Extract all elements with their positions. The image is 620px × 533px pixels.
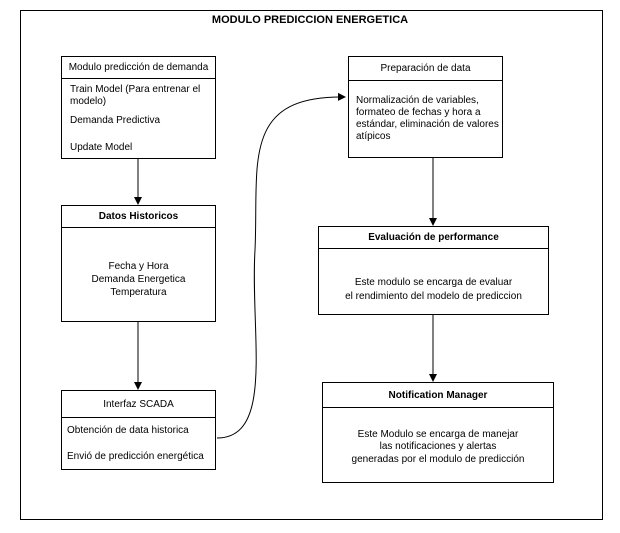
- prediction-module-header: Modulo predicción de demanda: [62, 57, 215, 79]
- performance-eval-header: Evaluación de performance: [319, 227, 548, 249]
- performance-eval-box: Evaluación de performance Este modulo se…: [318, 226, 549, 315]
- historic-line-demanda: Demanda Energetica: [91, 274, 186, 285]
- notif-line-3: generadas por el modulo de predicción: [351, 454, 525, 465]
- historic-data-box: Datos Historicos Fecha y Hora Demanda En…: [61, 205, 216, 322]
- train-model-item: Train Model (Para entrenar el modelo): [70, 84, 201, 107]
- historic-line-temperatura: Temperatura: [110, 287, 167, 298]
- data-prep-description: Normalización de variables, formateo de …: [356, 95, 499, 142]
- notif-line-1: Este Modulo se encarga de manejar: [357, 429, 519, 440]
- historic-line-fecha: Fecha y Hora: [108, 261, 169, 272]
- eval-line-1: Este modulo se encarga de evaluar: [354, 277, 513, 288]
- eval-line-2: el rendimiento del modelo de prediccion: [345, 291, 522, 302]
- notif-line-2: las notificaciones y alertas: [379, 441, 497, 452]
- scada-box: Interfaz SCADA Obtención de data histori…: [61, 390, 216, 470]
- scada-item-envio: Envió de predicción energética: [67, 451, 204, 462]
- data-prep-header: Preparación de data: [349, 57, 502, 81]
- data-prep-box: Preparación de data Normalización de var…: [348, 56, 503, 158]
- scada-header: Interfaz SCADA: [62, 391, 215, 418]
- diagram-title: MODULO PREDICCION ENERGETICA: [211, 14, 409, 26]
- notification-manager-header: Notification Manager: [323, 383, 553, 408]
- update-model-item: Update Model: [70, 142, 133, 153]
- diagram-frame: [20, 10, 603, 520]
- demanda-predictiva-item: Demanda Predictiva: [70, 115, 161, 126]
- notification-manager-box: Notification Manager Este Modulo se enca…: [322, 382, 554, 483]
- scada-item-obtencion: Obtención de data historica: [67, 425, 189, 436]
- arrow-scada-to-prep: [216, 92, 346, 439]
- historic-data-header: Datos Historicos: [62, 206, 215, 228]
- prediction-module-box: Modulo predicción de demanda Train Model…: [61, 56, 216, 159]
